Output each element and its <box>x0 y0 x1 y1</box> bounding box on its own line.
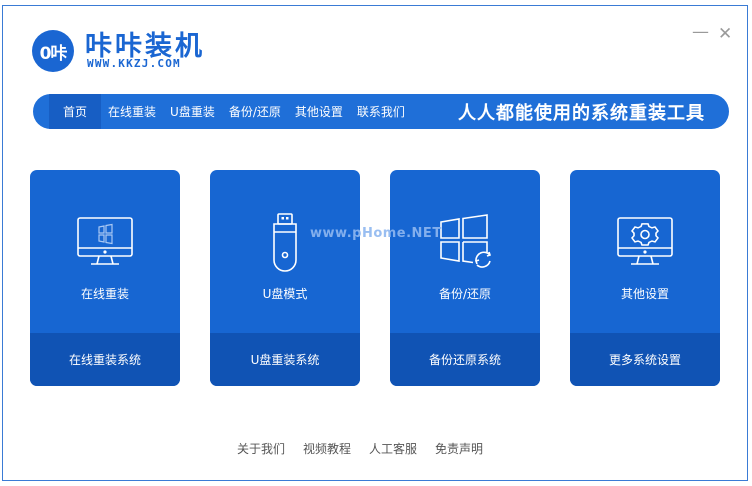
main-nav: 首页 在线重装 U盘重装 备份/还原 其他设置 联系我们 人人都能使用的系统重装… <box>33 94 729 129</box>
nav-item-contact-us[interactable]: 联系我们 <box>356 105 405 119</box>
footer-link-customer-service[interactable]: 人工客服 <box>369 442 418 456</box>
card-title: 其他设置 <box>620 287 669 301</box>
footer-link-disclaimer[interactable]: 免责声明 <box>435 442 484 456</box>
card-footer-button[interactable]: 备份还原系统 <box>390 333 540 386</box>
card-online-reinstall[interactable]: 在线重装 在线重装系统 <box>30 170 180 386</box>
card-usb-mode[interactable]: U盘模式 U盘重装系统 <box>210 170 360 386</box>
footer-links: 关于我们 视频教程 人工客服 免责声明 <box>237 440 483 457</box>
card-footer-button[interactable]: U盘重装系统 <box>210 333 360 386</box>
nav-item-home[interactable]: 首页 <box>49 94 102 129</box>
usb-drive-icon <box>210 210 360 272</box>
nav-item-other-settings[interactable]: 其他设置 <box>294 105 343 119</box>
nav-item-backup-restore[interactable]: 备份/还原 <box>228 105 281 119</box>
card-footer-button[interactable]: 更多系统设置 <box>570 333 720 386</box>
monitor-windows-icon <box>30 214 180 274</box>
card-footer-button[interactable]: 在线重装系统 <box>30 333 180 386</box>
logo-icon: 0咔 <box>32 30 74 72</box>
footer-link-video-tutorial[interactable]: 视频教程 <box>303 442 352 456</box>
card-other-settings[interactable]: 其他设置 更多系统设置 <box>570 170 720 386</box>
minimize-button[interactable]: — <box>692 22 709 42</box>
nav-item-online-reinstall[interactable]: 在线重装 <box>108 105 157 119</box>
card-title: 在线重装 <box>80 287 129 301</box>
close-button[interactable]: ✕ <box>718 24 733 44</box>
nav-item-usb-reinstall[interactable]: U盘重装 <box>170 105 215 119</box>
footer-link-about-us[interactable]: 关于我们 <box>237 442 286 456</box>
card-title: 备份/还原 <box>438 287 492 301</box>
monitor-gear-icon <box>570 214 720 274</box>
brand-url: WWW.KKZJ.COM <box>87 57 181 70</box>
nav-slogan: 人人都能使用的系统重装工具 <box>458 102 705 124</box>
card-title: U盘模式 <box>262 287 308 301</box>
windows-restore-icon <box>390 214 540 274</box>
brand-name: 咔咔装机 <box>85 31 205 62</box>
card-backup-restore[interactable]: 备份/还原 备份还原系统 <box>390 170 540 386</box>
